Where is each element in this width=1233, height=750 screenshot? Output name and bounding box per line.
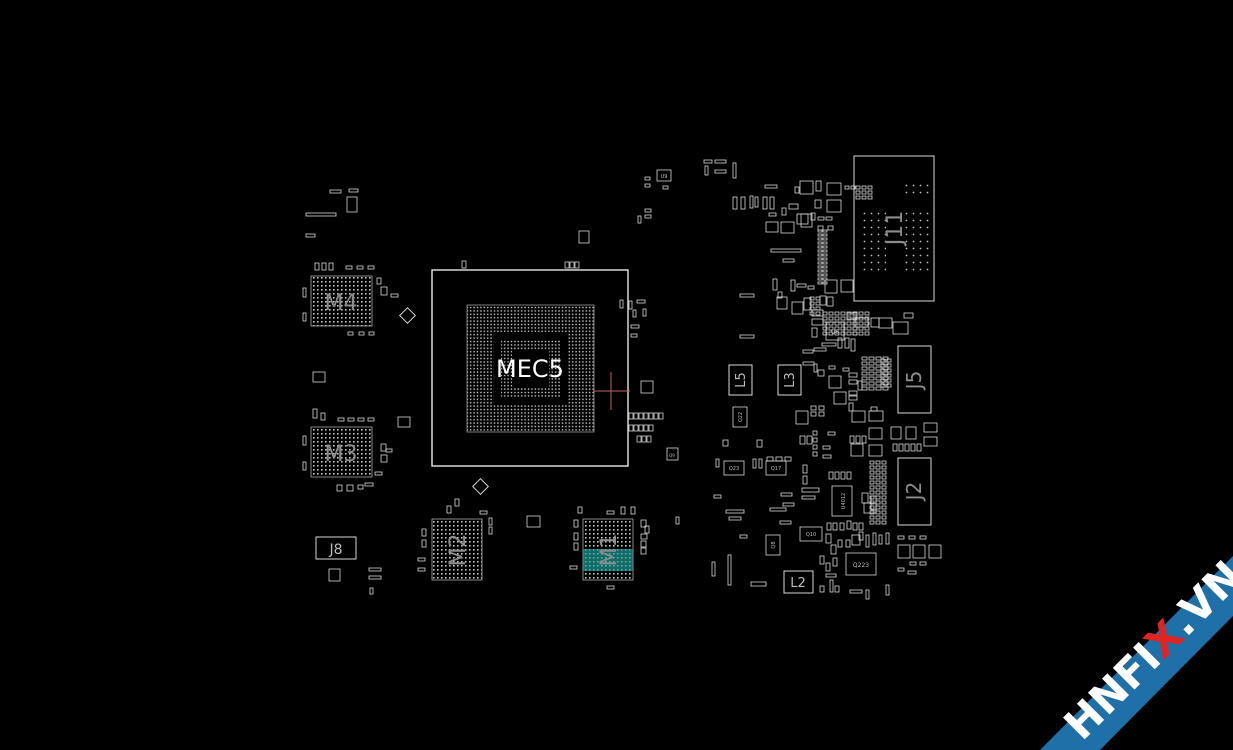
connector-j2-label: J2 [902,482,926,503]
inductor-l5-label: L5 [734,372,749,388]
inductor-l3-label: L3 [783,372,798,388]
memory-chip-m1-label: M1 [597,534,622,567]
part-u9[interactable]: U9 [656,169,672,182]
connector-j2[interactable]: J2 [897,457,932,526]
part-q8-label: Q8 [771,541,777,548]
main-chip-mec5[interactable]: MEC5 [431,269,630,467]
memory-chip-m2[interactable]: M2 [431,518,483,581]
watermark-text: HNFIX.VN [1054,551,1233,749]
connector-j5-label: J5 [902,371,926,392]
part-q23-label: Q23 [729,466,739,472]
memory-chip-m4-label: M4 [325,291,358,316]
connector-j11-label: J11 [883,211,908,247]
part-q223[interactable]: Q223 [845,552,877,576]
part-q17[interactable]: Q17 [765,460,787,476]
fiducial-markers [399,307,489,495]
memory-chip-m4[interactable]: M4 [310,275,373,327]
part-q22-label: Q22 [738,412,744,422]
memory-chip-m3-label: M3 [325,442,358,467]
part-q8[interactable]: Q8 [765,534,781,556]
watermark-logo: HNFIX.VN [1040,551,1233,750]
connector-j5[interactable]: J5 [897,345,932,414]
connector-j11[interactable]: J11 [853,155,935,302]
connector-j8[interactable]: J8 [315,536,357,560]
inductor-l2-label: L2 [790,576,806,591]
part-q23[interactable]: Q23 [723,460,745,476]
memory-chip-m3[interactable]: M3 [310,426,373,478]
inductor-l3[interactable]: L3 [777,364,802,396]
part-q10[interactable]: Q10 [799,526,823,542]
part-u4012-label: U4012 [841,493,847,509]
part-q9[interactable]: Q9 [666,447,679,461]
part-q22[interactable]: Q22 [732,406,748,428]
part-u4012[interactable]: U4012 [831,485,853,517]
inductor-l5[interactable]: L5 [728,364,753,396]
part-q17-label: Q17 [771,466,781,472]
memory-chip-m2-label: M2 [446,534,471,567]
part-u9-label: U9 [661,174,668,180]
inductor-l2[interactable]: L2 [783,570,814,594]
memory-chip-m1[interactable]: M1 [582,518,634,581]
part-q10-label: Q10 [806,532,816,538]
part-q9-label: Q9 [669,453,675,458]
part-q223-label: Q223 [853,562,869,569]
main-chip-label: MEC5 [496,355,564,383]
connector-j8-label: J8 [328,542,342,558]
passive-components [302,159,942,600]
